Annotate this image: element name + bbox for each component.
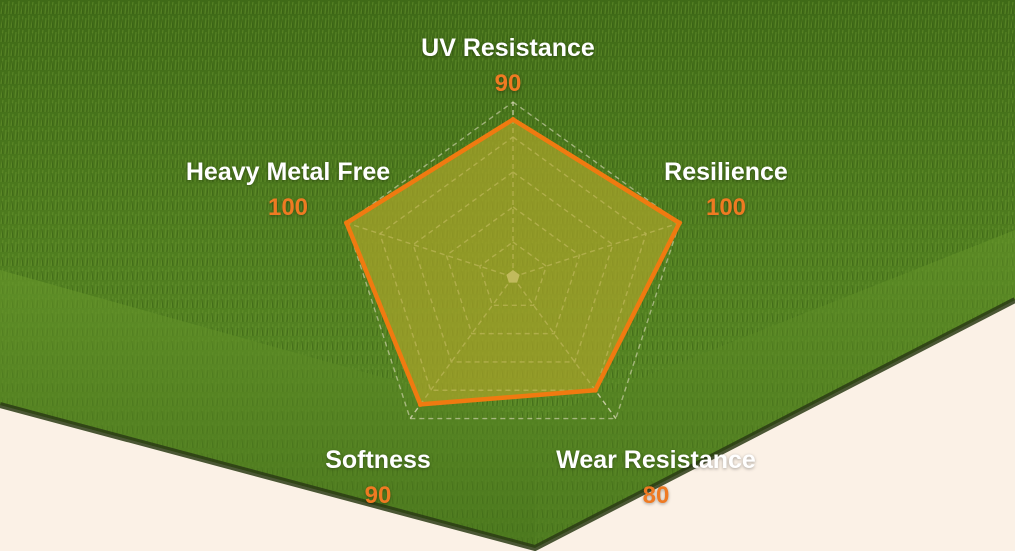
axis-value-softness: 90 [364, 482, 392, 509]
axis-label-heavy-metal-free: Heavy Metal Free 100 [158, 158, 418, 222]
turf-edge-left [0, 270, 535, 548]
data-point-heavy-metal-free [344, 220, 350, 226]
axis-name-heavy-metal-free: Heavy Metal Free [185, 158, 391, 186]
axis-value-uv-resistance: 90 [494, 70, 522, 97]
turf-backing [0, 297, 1015, 551]
axis-value-resilience: 100 [705, 194, 747, 221]
grid-ring-5 [345, 101, 681, 420]
data-point-softness [417, 401, 423, 407]
axis-name-resilience: Resilience [664, 158, 788, 186]
turf-edge-right [535, 230, 1015, 548]
axis-label-softness: Softness 90 [298, 446, 458, 510]
data-point-uv-resistance [510, 117, 516, 122]
series-line [343, 116, 683, 407]
axis-label-wear-resistance: Wear Resistance 80 [526, 446, 786, 510]
axis-name-uv-resistance: UV Resistance [421, 34, 595, 62]
axis-name-wear-resistance: Wear Resistance [556, 446, 756, 474]
axis-name-softness: Softness [325, 446, 431, 474]
axis-value-wear-resistance: 80 [642, 482, 670, 509]
axis-value-heavy-metal-free: 100 [267, 194, 309, 221]
data-point-resilience [676, 220, 682, 226]
axis-label-uv-resistance: UV Resistance 90 [408, 34, 608, 98]
axis-label-resilience: Resilience 100 [626, 158, 826, 222]
radar-series [343, 116, 683, 407]
data-point-wear-resistance [592, 387, 598, 393]
series-area [346, 119, 680, 405]
